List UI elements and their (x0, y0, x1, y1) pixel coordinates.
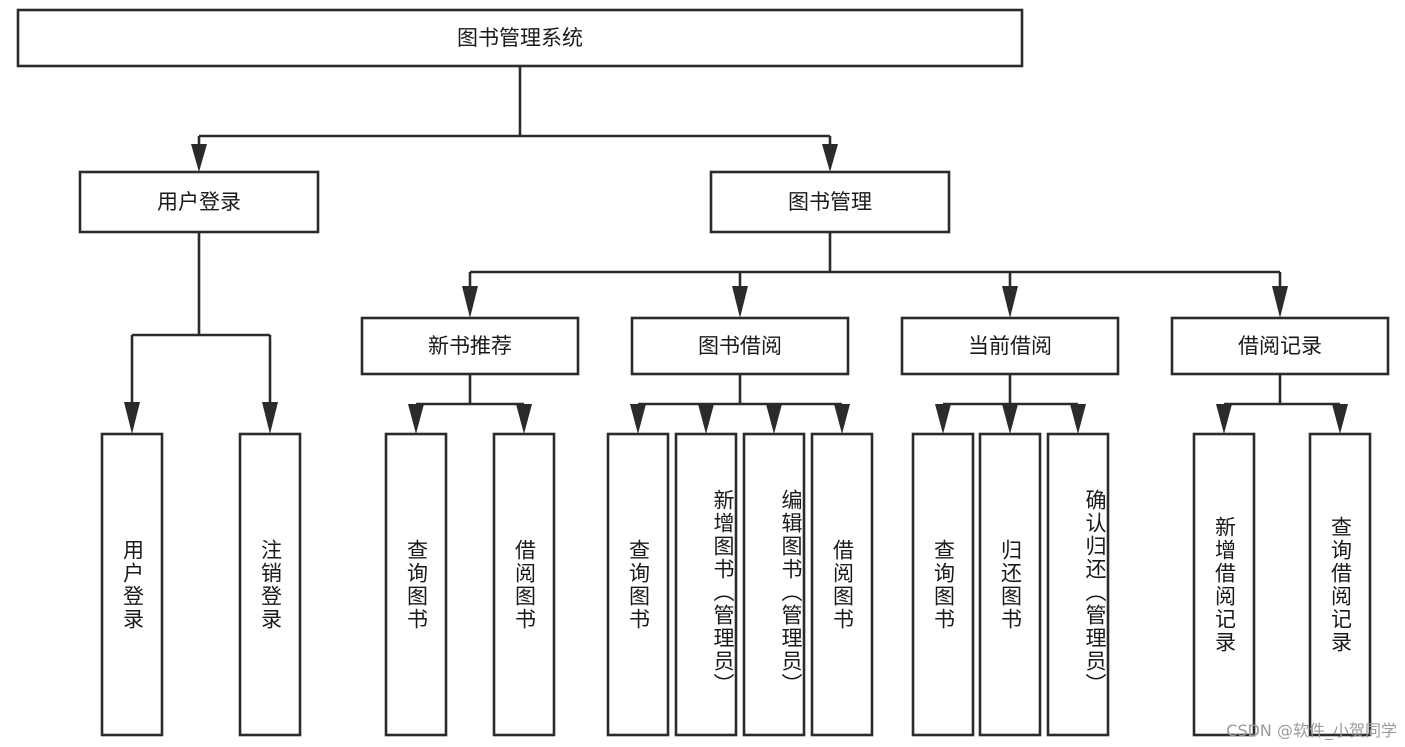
leaf-label-user-login: 用户登录 (120, 538, 145, 631)
leaf-box-logout[interactable] (238, 432, 302, 737)
leaf-box-bb-add-book[interactable] (674, 432, 738, 737)
arrowhead-user-login (191, 144, 207, 172)
node-borrow-record-label: 借阅记录 (1238, 334, 1322, 358)
node-user-login-label: 用户登录 (157, 190, 241, 214)
leaf-box-bb-borrow-book[interactable] (810, 432, 874, 737)
node-user-login[interactable]: 用户登录 (78, 170, 320, 234)
node-book-manage-label: 图书管理 (788, 190, 872, 214)
node-current-borrow[interactable]: 当前借阅 (900, 316, 1120, 376)
leaf-box-nb-query-book[interactable] (384, 432, 448, 737)
arrowhead-leaf-cb-return-book (1002, 404, 1018, 434)
watermark-text: CSDN @软件_小贺同学 (1226, 721, 1397, 740)
connector-group-current-borrow (935, 374, 1086, 434)
leaf-box-bb-query-book[interactable] (606, 432, 670, 737)
leaf-label-nb-query-book: 查询图书 (404, 538, 429, 631)
connector-group-user-login (124, 232, 278, 434)
arrowhead-leaf-bb-add-book (698, 404, 714, 434)
leaf-box-bb-edit-book[interactable] (742, 432, 806, 737)
connector-group-borrow-record (1216, 374, 1348, 434)
arrowhead-leaf-logout (262, 402, 278, 434)
arrowhead-book-manage (822, 144, 838, 172)
leaf-label-cb-confirm-return: 确认归还（管理员） (1083, 489, 1107, 696)
leaf-label-br-add-record: 新增借阅记录 (1212, 515, 1237, 654)
leaf-box-nb-borrow-book[interactable] (492, 432, 556, 737)
arrowhead-leaf-nb-borrow-book (516, 404, 532, 434)
arrowhead-leaf-cb-confirm-return (1070, 404, 1086, 434)
arrowhead-leaf-bb-query-book (630, 404, 646, 434)
node-root-label: 图书管理系统 (457, 26, 583, 50)
connector-group-root (191, 66, 838, 172)
leaf-label-bb-edit-book: 编辑图书（管理员） (779, 489, 803, 696)
node-book-borrow[interactable]: 图书借阅 (630, 316, 850, 376)
connector-group-new-book-recommend (408, 374, 532, 434)
node-current-borrow-label: 当前借阅 (968, 334, 1052, 358)
arrowhead-leaf-bb-borrow-book (834, 404, 850, 434)
leaf-label-cb-query-book: 查询图书 (931, 538, 956, 631)
arrowhead-book-borrow (732, 286, 748, 318)
leaf-box-br-query-record[interactable] (1308, 432, 1372, 737)
arrowhead-leaf-bb-edit-book (766, 404, 782, 434)
arrowhead-leaf-br-add-record (1216, 404, 1232, 434)
connector-group-book-borrow (630, 374, 850, 434)
leaf-box-br-add-record[interactable] (1192, 432, 1256, 737)
node-root-box (16, 8, 1024, 68)
leaf-box-cb-return-book[interactable] (978, 432, 1042, 737)
leaf-label-nb-borrow-book: 借阅图书 (512, 538, 537, 631)
leaf-box-cb-query-book[interactable] (911, 432, 975, 737)
leaf-label-br-query-record: 查询借阅记录 (1328, 515, 1353, 654)
node-borrow-record[interactable]: 借阅记录 (1170, 316, 1390, 376)
node-current-borrow-box (900, 316, 1120, 376)
leaf-box-user-login[interactable] (100, 432, 164, 737)
leaf-label-bb-query-book: 查询图书 (626, 538, 651, 631)
node-book-borrow-label: 图书借阅 (698, 334, 782, 358)
arrowhead-leaf-user-login (124, 402, 140, 434)
arrowhead-leaf-nb-query-book (408, 404, 424, 434)
arrowhead-new-book (462, 286, 478, 318)
arrowhead-borrow-record (1272, 286, 1288, 318)
leaf-box-cb-confirm-return[interactable] (1046, 432, 1110, 737)
node-root[interactable]: 图书管理系统 (16, 8, 1024, 68)
node-new-book-recommend[interactable]: 新书推荐 (360, 316, 580, 376)
arrowhead-leaf-cb-query-book (935, 404, 951, 434)
node-new-book-recommend-box (360, 316, 580, 376)
connector-group-book-manage (462, 232, 1288, 318)
node-book-borrow-box (630, 316, 850, 376)
arrowhead-leaf-br-query-record (1332, 404, 1348, 434)
leaf-label-bb-add-book: 新增图书（管理员） (711, 489, 735, 696)
node-book-manage[interactable]: 图书管理 (709, 170, 951, 234)
leaf-label-logout: 注销登录 (258, 538, 283, 631)
leaf-label-bb-borrow-book: 借阅图书 (830, 538, 855, 631)
leaf-label-cb-return-book: 归还图书 (998, 538, 1023, 631)
arrowhead-current-borrow (1002, 286, 1018, 318)
node-new-book-recommend-label: 新书推荐 (428, 334, 512, 358)
